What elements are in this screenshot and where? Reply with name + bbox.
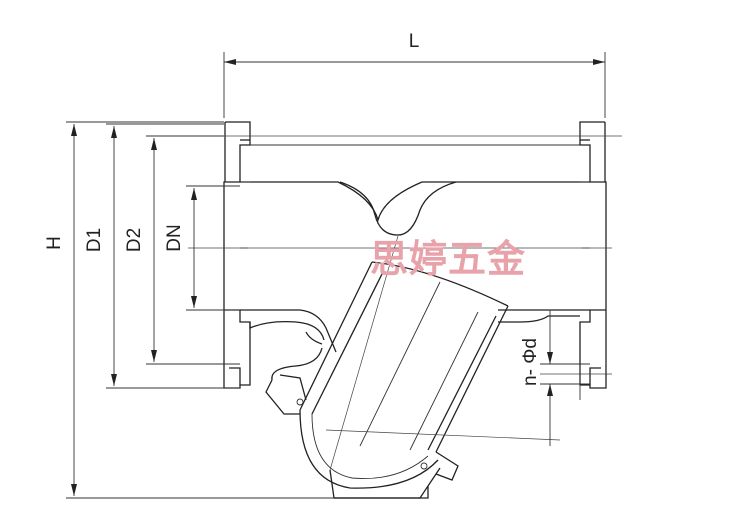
upper-passage xyxy=(240,181,590,223)
partition-wall xyxy=(339,181,457,236)
center-lines xyxy=(188,135,622,471)
dimension-labels: L H D1 D2 DN n- Φd xyxy=(44,31,541,386)
label-D2: D2 xyxy=(124,228,145,252)
watermark-text: 思婷五金 xyxy=(370,237,526,281)
label-L: L xyxy=(409,31,420,52)
label-bolt-holes: n- Φd xyxy=(520,338,541,386)
label-DN: DN xyxy=(164,224,185,251)
strainer-screen xyxy=(265,261,509,499)
label-H: H xyxy=(44,236,65,250)
right-flange xyxy=(579,121,607,389)
label-D1: D1 xyxy=(84,228,105,252)
left-flange xyxy=(223,121,251,389)
dimension-lines xyxy=(66,52,606,499)
valve-body xyxy=(223,121,607,389)
strainer-cap xyxy=(299,409,439,489)
